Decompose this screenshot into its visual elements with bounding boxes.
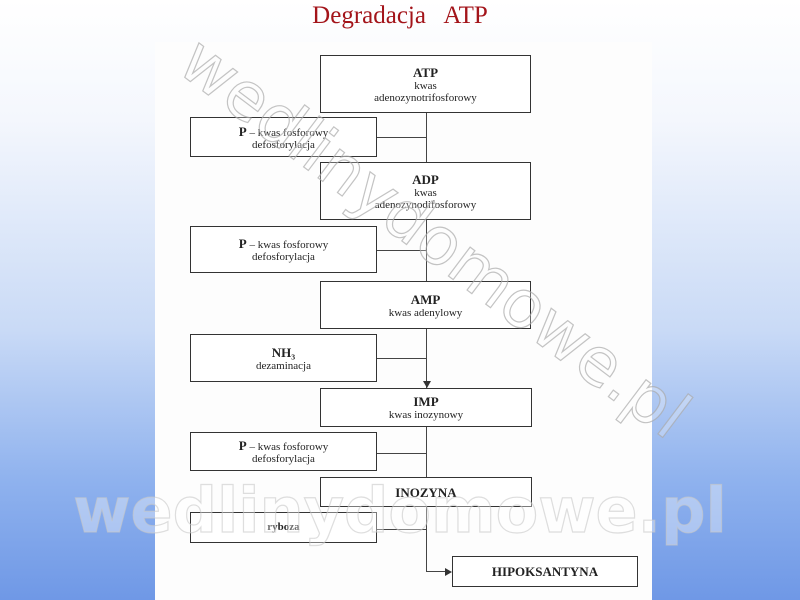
- p2-line2: defosforylacja: [252, 251, 315, 263]
- connector-p3: [376, 453, 426, 454]
- amp-line1: kwas adenylowy: [388, 306, 463, 319]
- arrow-right-icon: [445, 568, 452, 576]
- box-inozyna: INOZYNA: [320, 477, 532, 507]
- atp-label: ATP: [412, 64, 439, 80]
- box-ryboza: ryboza: [190, 512, 377, 543]
- connector-ryboza: [376, 529, 426, 530]
- p3-line2: defosforylacja: [252, 453, 315, 465]
- p3-desc: – kwas fosforowy: [246, 441, 329, 453]
- box-imp: IMP kwas inozynowy: [320, 388, 532, 427]
- box-atp: ATP kwas adenozynotrifosforowy: [320, 55, 531, 113]
- p1-line2: defosforylacja: [252, 138, 315, 151]
- p2-label: P: [238, 236, 247, 251]
- box-p2: P – kwas fosforowy defosforylacja: [190, 226, 377, 273]
- adp-line2: adenozynodifosforowy: [374, 198, 477, 211]
- imp-label: IMP: [413, 394, 439, 409]
- adp-label: ADP: [412, 171, 439, 187]
- imp-line1: kwas inozynowy: [388, 409, 464, 421]
- nh3-line1: dezaminacja: [256, 359, 311, 372]
- connector-p1: [376, 137, 426, 138]
- box-nh3: NH₃ dezaminacja: [190, 334, 377, 382]
- connector-hipoksantyna: [426, 571, 446, 572]
- amp-label: AMP: [410, 291, 441, 307]
- inozyna-label: INOZYNA: [395, 484, 457, 500]
- hipoksantyna-label: HIPOKSANTYNA: [491, 564, 599, 579]
- ryboza-label: ryboza: [267, 521, 300, 533]
- p1-label: P: [238, 123, 247, 139]
- atp-line2: adenozynotrifosforowy: [374, 91, 477, 104]
- connector-p2: [376, 250, 426, 251]
- connector-nh3: [376, 358, 426, 359]
- arrow-down-icon: [423, 381, 431, 388]
- atp-line1: kwas: [414, 79, 437, 92]
- p2-desc: – kwas fosforowy: [246, 239, 329, 251]
- p1-desc: – kwas fosforowy: [246, 126, 329, 139]
- box-amp: AMP kwas adenylowy: [320, 281, 531, 329]
- box-hipoksantyna: HIPOKSANTYNA: [452, 556, 638, 587]
- box-adp: ADP kwas adenozynodifosforowy: [320, 162, 531, 220]
- box-p1: P – kwas fosforowy defosforylacja: [190, 117, 377, 157]
- slide-title: Degradacja ATP: [312, 2, 488, 29]
- p3-label: P: [238, 438, 247, 453]
- main-flow-line: [426, 112, 427, 571]
- nh3-label: NH₃: [271, 344, 296, 360]
- box-p3: P – kwas fosforowy defosforylacja: [190, 432, 377, 471]
- adp-line1: kwas: [414, 186, 437, 199]
